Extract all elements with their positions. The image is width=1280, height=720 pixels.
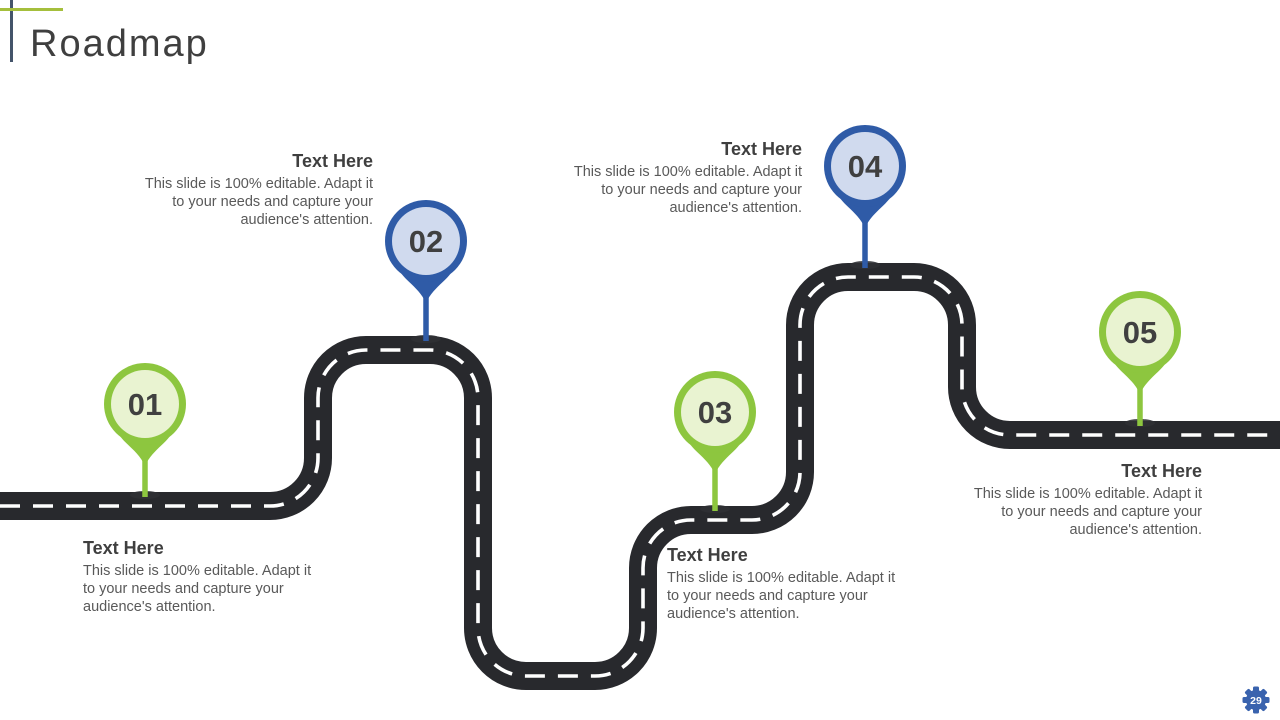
road-lane-marking	[0, 275, 1280, 678]
milestone-pin-02: 02	[385, 200, 467, 303]
milestone-body-line: to your needs and capture your	[172, 193, 373, 210]
milestone-body-line: This slide is 100% editable. Adapt it	[83, 563, 312, 579]
milestone-body-line: to your needs and capture your	[601, 181, 802, 198]
pin-face	[392, 207, 460, 275]
slide-title: Roadmap	[30, 23, 209, 65]
milestone-text-02: Text Here This slide is 100% editable. A…	[145, 151, 373, 229]
milestone-text-04: Text Here This slide is 100% editable. A…	[574, 139, 802, 217]
accent-vertical-line	[10, 0, 13, 62]
accent-green-line	[0, 8, 63, 11]
milestone-text-03: Text Here This slide is 100% editable. A…	[667, 545, 895, 623]
milestone-body-line: to your needs and capture your	[83, 580, 284, 597]
milestone-pin-03: 03	[674, 371, 756, 474]
milestone-body-line: to your needs and capture your	[1001, 503, 1202, 520]
milestone-pin-04: 04	[824, 125, 906, 228]
page-number-badge: 29	[1242, 686, 1270, 714]
milestone-body-line: audience's attention.	[667, 605, 800, 622]
gear-icon: 29	[1242, 686, 1270, 714]
pin-face	[831, 132, 899, 200]
pin-face	[1106, 298, 1174, 366]
pin-face	[681, 378, 749, 446]
pin-number-04: 04	[848, 149, 883, 184]
milestone-body-line: audience's attention.	[240, 211, 373, 228]
milestone-heading: Text Here	[292, 151, 373, 171]
pin-number-05: 05	[1123, 315, 1157, 350]
pin-number-01: 01	[128, 387, 162, 422]
milestone-text-01: Text Here This slide is 100% editable. A…	[83, 538, 311, 616]
milestone-body-line: This slide is 100% editable. Adapt it	[973, 486, 1202, 502]
milestone-heading: Text Here	[721, 139, 802, 159]
pin-number-02: 02	[409, 224, 443, 259]
milestone-heading: Text Here	[667, 545, 748, 565]
pin-face	[111, 370, 179, 438]
milestone-body-line: audience's attention.	[669, 199, 802, 216]
milestone-body-line: to your needs and capture your	[667, 587, 868, 604]
milestone-pin-01: 01	[104, 363, 186, 466]
milestone-body-line: This slide is 100% editable. Adapt it	[573, 164, 802, 180]
milestone-pin-05: 05	[1099, 291, 1181, 394]
milestone-heading: Text Here	[1121, 461, 1202, 481]
milestone-heading: Text Here	[83, 538, 164, 558]
milestone-body-line: audience's attention.	[1069, 521, 1202, 538]
milestone-body-line: This slide is 100% editable. Adapt it	[144, 176, 373, 192]
milestone-text-05: Text Here This slide is 100% editable. A…	[974, 461, 1202, 539]
page-number: 29	[1250, 695, 1262, 707]
pin-number-03: 03	[698, 395, 732, 430]
milestone-body-line: audience's attention.	[83, 598, 216, 615]
milestone-body-line: This slide is 100% editable. Adapt it	[667, 570, 896, 586]
